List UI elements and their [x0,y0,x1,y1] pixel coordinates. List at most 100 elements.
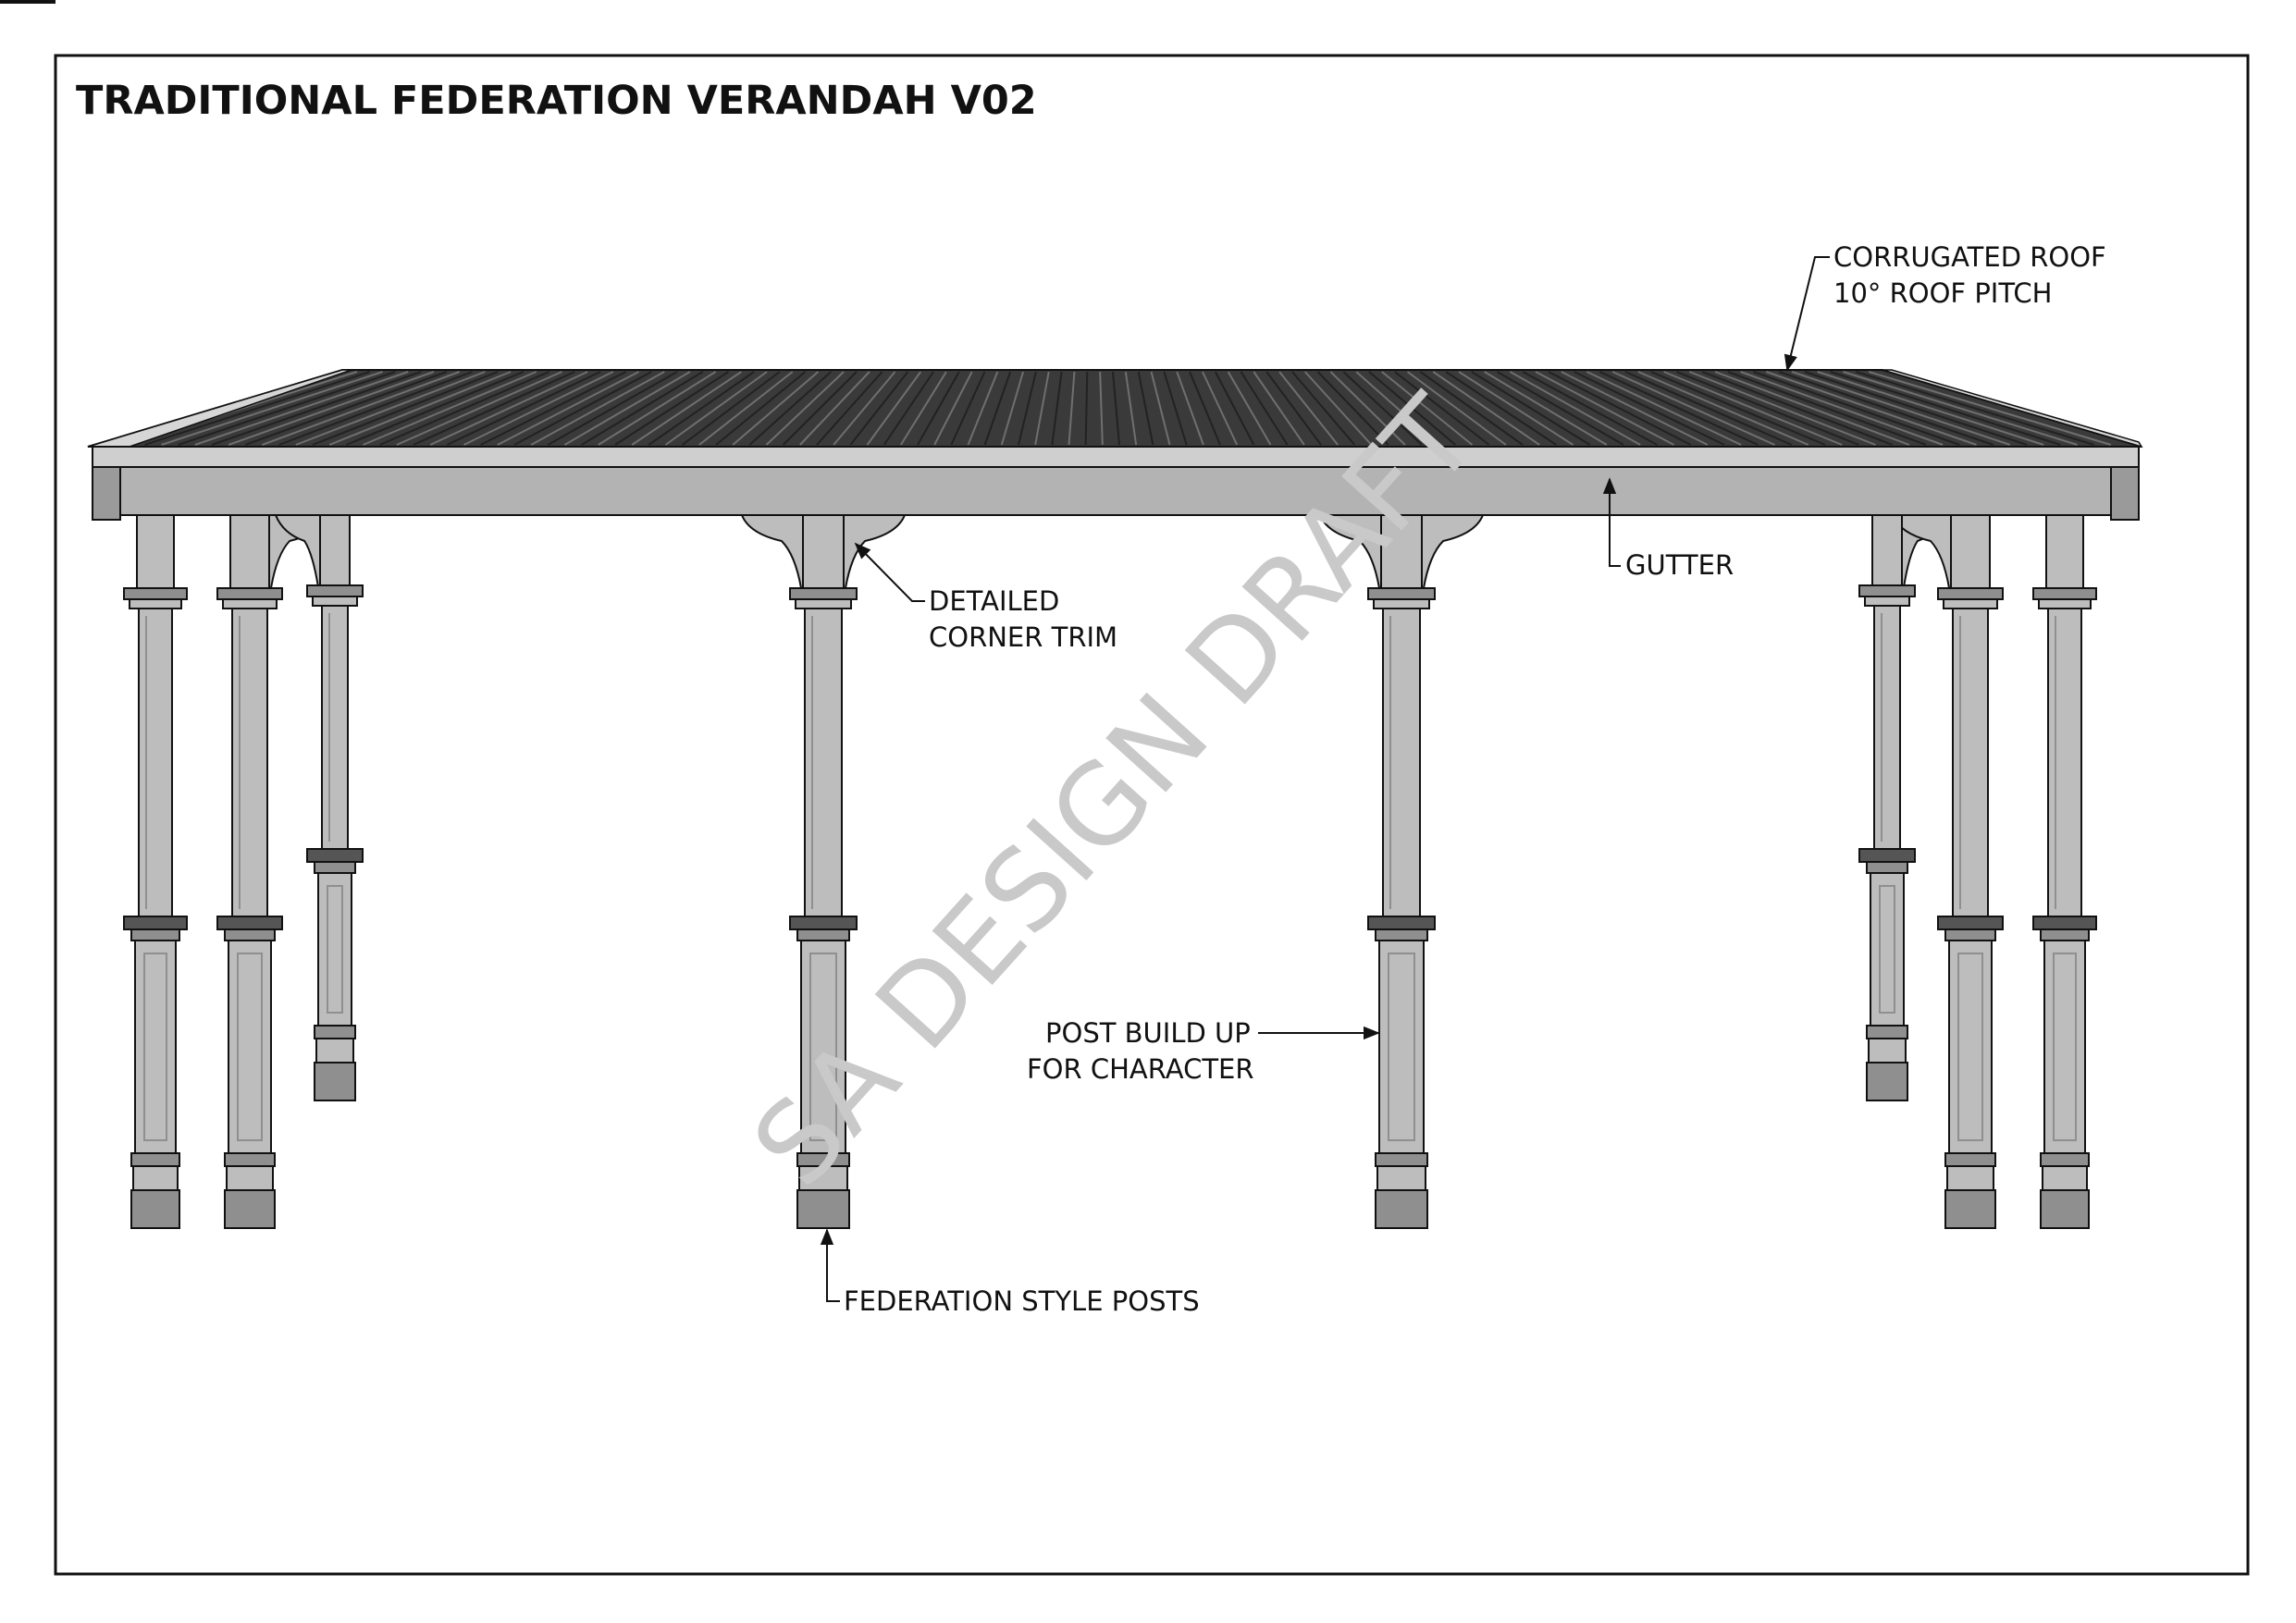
sheet-border [54,54,2250,1576]
roof-rib [463,371,614,446]
roof-end-right [1882,369,2143,449]
federation-post [789,514,858,1229]
roof-rib [244,371,448,446]
roof-rib [363,371,537,446]
federation-post [1858,514,1916,1101]
post-lower-panel [1957,953,1983,1141]
post-plinth [2042,1165,2088,1191]
post-lower-panel [1879,885,1895,1014]
roof-rib [1394,371,1490,446]
roof-rib [547,371,678,446]
roof-rib [1304,371,1373,446]
annotation-corner-trim: DETAILED CORNER TRIM [854,542,1117,653]
post-plinth-moulding [1944,1152,1996,1167]
roof-rib [1753,371,1960,446]
post-plinth [132,1165,179,1191]
post-shaft [1382,608,1421,917]
post-capital-neck [795,598,852,609]
post-lower-block [134,940,177,1154]
post-plinth-moulding [314,1025,356,1039]
post-capital [1858,584,1916,597]
corner-mark [0,0,56,4]
roof-rib [1522,371,1658,446]
beam-end-right [2110,466,2140,521]
annotation-federation-posts: FEDERATION STYLE POSTS [820,1228,1200,1317]
label-for-character: FOR CHARACTER [1027,1053,1254,1085]
roof-rib [1163,371,1188,446]
roof-rib [1843,371,2078,446]
roof-rib [983,371,1012,446]
post-upper [1871,514,1903,588]
roof-rib [1714,371,1910,446]
post-shaft [1952,608,1989,917]
post-collar-lower [796,928,850,941]
post-plinth [315,1038,354,1064]
post-collar-lower [1866,861,1908,874]
roof-rib [664,371,768,446]
post-capital [789,587,858,600]
post-lower-panel [1388,953,1415,1141]
roof-rib [765,371,845,446]
roof-rib [1112,371,1120,446]
post-lower-block [2043,940,2086,1154]
post-foot [1866,1062,1908,1101]
roof-rib [1458,371,1574,446]
roof-rib [648,371,755,446]
post-lower-block [317,872,352,1027]
roof-rib [1471,371,1591,446]
post-lower-panel [237,953,263,1141]
roof-rib [379,371,549,446]
post-capital-neck [1943,598,1998,609]
roof-rib [312,371,499,446]
corner-trim-bracket [1318,514,1382,601]
roof-rib [1496,371,1624,446]
roof-rib [748,371,832,446]
post-collar [2032,916,2097,930]
post-shaft [1873,605,1901,850]
post-foot [314,1062,356,1101]
roof-rib [917,371,960,446]
roof-rib [1176,371,1204,446]
roof-rib [1727,371,1927,446]
roof-rib [1227,371,1272,446]
post-capital-neck [129,598,182,609]
label-roof-pitch: 10° ROOF PITCH [1833,277,2052,309]
roof-rib [816,371,883,446]
post-capital-neck [312,596,358,607]
post-lower-block [1948,940,1993,1154]
post-collar-lower [314,861,356,874]
post-collar [216,916,283,930]
post-capital [1937,587,2004,600]
post-capital-neck [1864,596,1910,607]
roof-rib [1368,371,1456,446]
roof-rib [1817,371,2044,446]
roof-rib [278,371,473,446]
corner-trim-bracket [740,514,804,601]
roof-rib [883,371,934,446]
roof-rib [1265,371,1322,446]
post-capital [123,587,188,600]
post-collar-lower [1944,928,1996,941]
post-plinth-moulding [2040,1152,2090,1167]
roof-rib [1586,371,1742,446]
post-lower-block [800,940,846,1154]
post-lower-block [1870,872,1905,1027]
roof-rib [1535,371,1674,446]
roof-rib [1830,371,2061,446]
post-plinth [226,1165,274,1191]
roof-rib [1381,371,1474,446]
gutter [92,446,2140,468]
post-capital [306,584,364,597]
federation-posts [123,514,2097,1229]
roof-rib [1611,371,1775,446]
roof-rib [732,371,820,446]
roof-rib [1068,371,1076,446]
roof-rib [1663,371,1843,446]
federation-post [123,514,188,1229]
roof-rib [1676,371,1859,446]
federation-post [216,514,283,1229]
post-lower-block [228,940,272,1154]
roof-rib [530,371,665,446]
roof-rib [1051,371,1063,446]
roof-rib [614,371,730,446]
